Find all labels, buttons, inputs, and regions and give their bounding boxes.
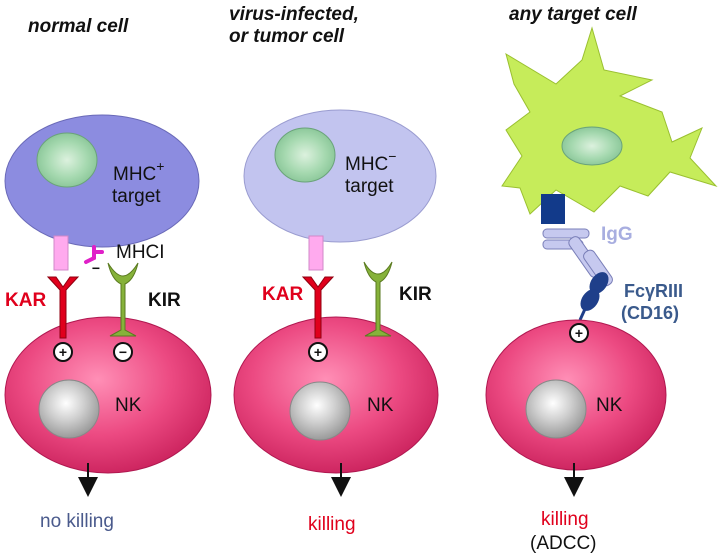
kar-receptor: [46, 276, 80, 339]
target-mhc-label: MHC+: [113, 158, 164, 185]
kar-activating-sign: +: [53, 342, 73, 362]
nk-nucleus: [289, 381, 351, 441]
svg-text:+: +: [575, 325, 583, 341]
kir-label: KIR: [399, 284, 432, 305]
target-word-label: target: [345, 176, 394, 197]
mhci-label: MHCI: [116, 242, 165, 263]
outcome-no-killing: no killing: [40, 511, 114, 532]
outcome-adcc: (ADCC): [530, 533, 597, 554]
nk-nucleus: [38, 379, 100, 439]
kir-receptor: [107, 262, 139, 337]
svg-text:−: −: [119, 344, 127, 360]
target-nucleus: [561, 126, 623, 166]
kir-inhibitory-sign: −: [113, 342, 133, 362]
heading-normal-cell: normal cell: [28, 16, 129, 37]
fcgriii-label: FcγRIII: [624, 281, 683, 301]
dendritic-target-cell: [501, 26, 718, 215]
target-mhc-label: MHC−: [345, 148, 396, 175]
heading-infected-line1: virus-infected,: [229, 4, 359, 25]
target-cell-mhc-positive: [4, 114, 200, 248]
kar-receptor: [301, 276, 335, 339]
nk-label: NK: [115, 395, 142, 416]
kar-ligand-stalk: [53, 235, 69, 271]
panel-normal-cell: + − −: [4, 114, 212, 497]
fc-activating-sign: +: [569, 323, 589, 343]
heading-infected-line2: or tumor cell: [229, 26, 345, 47]
kir-label: KIR: [148, 290, 181, 311]
target-nucleus: [36, 132, 98, 188]
outcome-killing: killing: [308, 514, 356, 535]
kar-ligand-stalk: [308, 235, 324, 271]
antigen-block: [541, 194, 565, 224]
kar-activating-sign: +: [308, 342, 328, 362]
mhci-molecule: [84, 245, 104, 264]
svg-text:+: +: [59, 344, 67, 360]
mhci-inhibitory-mark: −: [92, 260, 100, 276]
nk-label: NK: [596, 395, 623, 416]
nk-cell: [4, 316, 212, 474]
target-cell-mhc-negative: [243, 109, 437, 243]
kar-label: KAR: [5, 290, 46, 311]
panel-any-target-cell: +: [485, 26, 718, 497]
nk-label: NK: [367, 395, 394, 416]
target-nucleus: [274, 127, 336, 183]
igg-label: IgG: [601, 224, 633, 245]
svg-text:+: +: [314, 344, 322, 360]
panel-infected-cell: +: [233, 109, 439, 497]
kar-label: KAR: [262, 284, 303, 305]
kir-receptor: [363, 261, 393, 337]
nk-nucleus: [525, 379, 587, 439]
cd16-label: (CD16): [621, 303, 679, 323]
heading-any-target: any target cell: [509, 4, 637, 25]
outcome-killing: killing: [541, 509, 589, 530]
target-word-label: target: [112, 186, 161, 207]
fcgriii-receptor: [578, 272, 609, 321]
